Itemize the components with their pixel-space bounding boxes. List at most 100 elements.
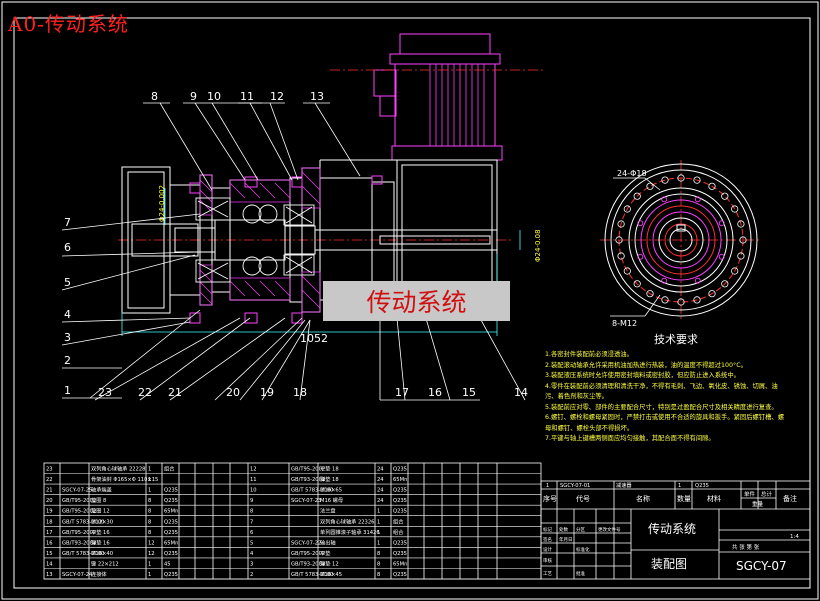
- bom-right-cell: GB/T 5783-2000: [291, 572, 333, 578]
- bom-right-cell: Q235: [393, 572, 407, 578]
- requirement-item: 4.零件在装配前必须清理和清洗干净，不得有毛刺、飞边、氧化皮、锈蚀、切屑、油: [545, 382, 778, 390]
- bom-left-cell: 12: [148, 551, 155, 557]
- part-number-6: 6: [64, 241, 71, 254]
- header-unit: 单件: [744, 490, 756, 498]
- bom-left-cell: 65Mn: [164, 509, 178, 515]
- flange-end-view: [604, 163, 758, 317]
- bom-right-cell: 组合: [393, 517, 404, 525]
- threaded-hole: [694, 277, 701, 284]
- tech-requirements-list: 1.各密封件装配前必须浸透油。 2.装配滚动轴承允许采用机油加热进行热装，油的温…: [545, 350, 813, 445]
- bom-right-cell: 8: [250, 509, 253, 515]
- bom-left-cell: 19: [46, 509, 53, 515]
- tb-row1-material: Q235: [695, 483, 709, 489]
- part-number-1: 1: [64, 384, 71, 397]
- bom-right-cell: 2: [250, 572, 253, 578]
- bom-left-cell: GB/T 5783-2000: [62, 551, 104, 557]
- overlay-label: 传动系统: [323, 281, 510, 321]
- requirement-item: 6.螺钉、螺栓和螺母紧固时，严禁打击或使用不合适的旋具和扳手。紧固后螺钉槽、螺: [545, 414, 784, 421]
- requirement-item: 3.装配液压系统时允许使用密封填料或密封胶，但应防止进入系统中。: [545, 372, 740, 379]
- bom-left-cell: 轴承端盖: [91, 486, 112, 494]
- bolt-hole: [708, 290, 716, 298]
- part-number-14: 14: [514, 386, 528, 399]
- bearings: [195, 197, 315, 283]
- header-total: 总计: [761, 490, 773, 498]
- header-weight: 重量: [752, 500, 764, 508]
- bom-right-cell: 双列角心球轴承 22326: [320, 517, 374, 525]
- bom-left-cell: GB/T95-2002: [62, 530, 96, 536]
- bom-right-cell: SGCY-07-22: [291, 540, 321, 546]
- bom-right-cell: 6: [250, 530, 253, 536]
- bolt-hole: [633, 280, 641, 288]
- drawing-name: 传动系统: [648, 521, 696, 536]
- leader-lines: [61, 102, 526, 401]
- requirement-item: 母和螺钉、螺栓头部不得损坏。: [545, 424, 634, 432]
- bom-left-cell: Q235: [164, 572, 178, 578]
- flange-bolt-holes: [615, 174, 747, 306]
- dimension-left: Φ24-0.002: [158, 185, 166, 222]
- bolt-hole: [737, 220, 745, 228]
- part-number-3: 3: [64, 331, 71, 344]
- part-number-11: 11: [240, 90, 254, 103]
- bolt-hole: [661, 176, 669, 184]
- title-block-label: 设计: [543, 546, 552, 553]
- bom-right-cell: 法兰盘: [320, 507, 336, 515]
- tb-row1-name: 减速器: [616, 481, 632, 489]
- bolt-hole: [731, 267, 739, 275]
- bom-left-cell: GB/T95-2002: [62, 498, 96, 504]
- requirement-item: 2.装配滚动轴承允许采用机油加热进行热装，油的温度不得超过100°C。: [545, 361, 747, 369]
- bom-right-cell: 4: [250, 551, 254, 557]
- bom-right-cell: 65Mn: [393, 477, 407, 483]
- bolt-hole: [708, 182, 716, 190]
- bom-left-cell: 1: [148, 477, 151, 483]
- bom-left-cell: 1: [148, 562, 151, 568]
- threaded-hole: [718, 253, 725, 260]
- header-qty: 数量: [677, 494, 691, 503]
- tb-row1-no: 1: [546, 483, 549, 489]
- bom-right-cell: 平垫: [320, 549, 331, 557]
- bom-right-cell: GB/T 5783-2000: [291, 488, 333, 494]
- part-number-17: 17: [395, 386, 409, 399]
- bom-left-cell: 弹垫 16: [91, 538, 110, 546]
- hole-note: 24-Φ18: [617, 169, 647, 178]
- bolt-hole: [721, 280, 729, 288]
- bom-left-cell: SGCY-07-24: [62, 572, 93, 578]
- bom-left-cell: 键 22×212: [91, 560, 119, 568]
- bom-right-cell: 65Mn: [393, 562, 407, 568]
- bom-left-cell: 16: [46, 540, 53, 546]
- bom-right-cell: GB/T95-2002: [291, 551, 325, 557]
- tb-row1-qty: 1: [678, 483, 681, 489]
- bom-left-cell: Q235: [164, 488, 178, 494]
- part-number-23: 23: [98, 386, 112, 399]
- bom-right-cell: 平垫 18: [320, 465, 339, 473]
- bom-right-cell: 8: [377, 562, 380, 568]
- bom-left-cell: Q235: [164, 519, 178, 525]
- bom-right-cell: Q235: [393, 467, 407, 473]
- bolt-hole: [623, 205, 631, 213]
- bom-right-cell: 1: [377, 509, 380, 515]
- bom-right-cell: 10: [250, 488, 257, 494]
- bom-left-cell: 1: [148, 572, 151, 578]
- bom-right-cell: 单列圆锥滚子轴承 31426: [320, 528, 380, 536]
- bom-right-cell: M16×65: [320, 488, 342, 494]
- bom-right-cell: 5: [250, 540, 253, 546]
- bolt-note: 8-M12: [612, 319, 637, 328]
- dimension-shaft: Φ24-0.08: [534, 229, 542, 262]
- motor: [373, 33, 503, 161]
- bom-left-cell: 14: [46, 562, 53, 568]
- bom-right-cell: 1: [377, 530, 380, 536]
- bom-right-cell: 1: [377, 540, 380, 546]
- bolt-hole: [677, 174, 685, 182]
- part-number-21: 21: [168, 386, 182, 399]
- title-block-label: 签名: [543, 536, 552, 543]
- part-number-2: 2: [64, 354, 71, 367]
- title-block-label: 工艺: [543, 571, 552, 577]
- bom-right-cell: 24: [377, 477, 384, 483]
- bom-left-cell: 17: [46, 530, 53, 536]
- part-number-16: 16: [428, 386, 442, 399]
- bom-right-cell: Q235: [393, 540, 407, 546]
- bom-right-cell: 7: [250, 519, 253, 525]
- bom-left-cell: M12×30: [91, 519, 113, 525]
- title-block-label: 标准化: [576, 546, 590, 553]
- part-number-12: 12: [270, 90, 284, 103]
